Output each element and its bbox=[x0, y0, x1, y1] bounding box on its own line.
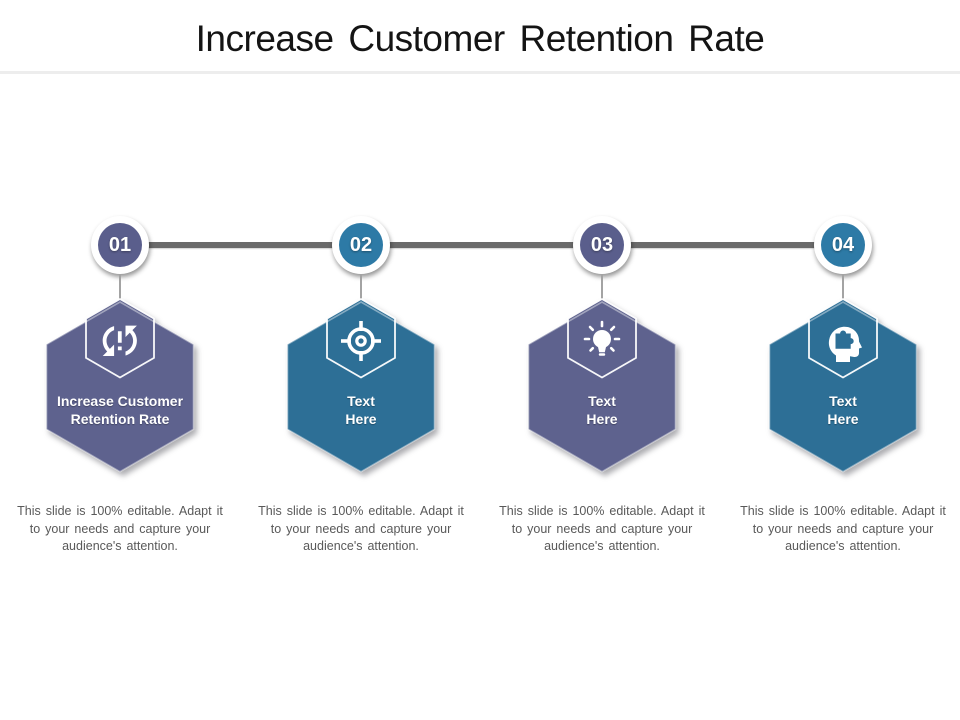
step-hexagon bbox=[286, 297, 436, 473]
hexagon-label: Text Here bbox=[753, 392, 933, 428]
circle-hex-connector bbox=[360, 274, 362, 299]
hexagon-label-line2: Here bbox=[827, 411, 859, 427]
step-hexagon bbox=[768, 297, 918, 473]
step-number: 04 bbox=[831, 233, 855, 256]
step-column-02: 02 Text Here This slide is 100% editable… bbox=[241, 0, 481, 720]
step-number: 01 bbox=[108, 233, 132, 256]
step-description: This slide is 100% editable. Adapt it to… bbox=[499, 504, 705, 553]
step-column-03: 03 Tex bbox=[482, 0, 722, 720]
title-divider bbox=[0, 71, 960, 74]
step-circle: 01 bbox=[91, 216, 149, 274]
step-description: This slide is 100% editable. Adapt it to… bbox=[740, 504, 946, 553]
step-circle-inner: 03 bbox=[580, 223, 624, 267]
step-column-01: 01 Increase Customer Retention Rate This… bbox=[0, 0, 240, 720]
circle-hex-connector bbox=[601, 274, 603, 299]
target-icon bbox=[341, 321, 381, 361]
step-column-04: 04 Text Here This slide is 100% editable… bbox=[723, 0, 960, 720]
step-circle-inner: 04 bbox=[821, 223, 865, 267]
hexagon-label-line2: Here bbox=[345, 411, 377, 427]
slide-title: Increase Customer Retention Rate bbox=[195, 18, 765, 59]
hexagon-label-line1: Increase Customer bbox=[56, 393, 184, 409]
hexagon-label-line2: Here bbox=[586, 411, 618, 427]
timeline-line bbox=[120, 242, 843, 248]
hexagon-label-line1: Text bbox=[347, 393, 375, 409]
hexagon-label: Text Here bbox=[271, 392, 451, 428]
step-number: 02 bbox=[349, 233, 373, 256]
step-circle: 02 bbox=[332, 216, 390, 274]
hexagon-label-line2: Retention Rate bbox=[70, 411, 170, 427]
step-hexagon bbox=[527, 297, 677, 473]
hexagon-label: Increase Customer Retention Rate bbox=[30, 392, 210, 428]
head-puzzle-icon bbox=[828, 326, 862, 362]
idea-bulb-icon bbox=[583, 320, 621, 356]
hexagon-label-line1: Text bbox=[829, 393, 857, 409]
circle-hex-connector bbox=[842, 274, 844, 299]
step-number: 03 bbox=[590, 233, 614, 256]
step-description: This slide is 100% editable. Adapt it to… bbox=[258, 504, 464, 553]
step-circle: 04 bbox=[814, 216, 872, 274]
hexagon-label-line1: Text bbox=[588, 393, 616, 409]
step-circle-inner: 01 bbox=[98, 223, 142, 267]
sync-problem-icon bbox=[102, 325, 137, 356]
step-circle-inner: 02 bbox=[339, 223, 383, 267]
step-description: This slide is 100% editable. Adapt it to… bbox=[17, 504, 223, 553]
step-circle: 03 bbox=[573, 216, 631, 274]
hexagon-label: Text Here bbox=[512, 392, 692, 428]
circle-hex-connector bbox=[119, 274, 121, 299]
